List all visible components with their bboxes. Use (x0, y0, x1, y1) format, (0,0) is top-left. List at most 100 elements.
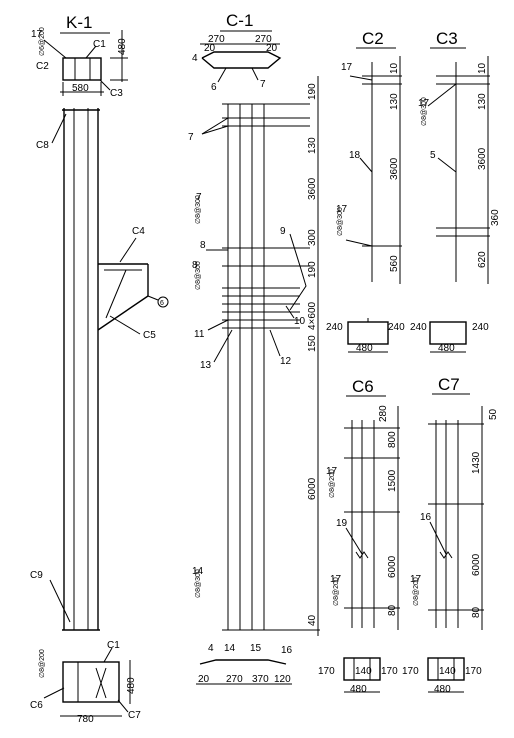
c1-tag-8-a: 8 (200, 240, 206, 251)
k1-top-stirrup-note: ∅6@200 (39, 27, 46, 56)
c1-tag-13: 13 (200, 360, 212, 371)
c1-dim-270-bottom: 270 (226, 674, 243, 685)
c2-tag-18: 18 (349, 150, 361, 161)
c7-sec-140: 140 (439, 666, 456, 677)
c2-section (347, 321, 389, 345)
k1-marker-6: 6 (160, 300, 164, 307)
c1-stirrup-note-b: ∅8@300 (195, 261, 202, 290)
c7-stirrup-note: ∅8@200 (413, 577, 420, 606)
k1-leader (103, 647, 113, 663)
c3-dim-130: 130 (477, 93, 488, 110)
c7-dim-50: 50 (488, 408, 499, 420)
k1-tag-c1: C1 (93, 39, 106, 50)
c1-leader (251, 67, 259, 81)
c7-tag-17: 17 (410, 574, 422, 585)
c6-tag-17-bottom: 17 (330, 574, 342, 585)
k1-corbel-slope (97, 295, 149, 331)
c1-leader (269, 329, 281, 357)
c1-dim-3600: 3600 (307, 177, 318, 200)
c1-stirrup-note-a: ∅8@300 (195, 195, 202, 224)
c3-sec-480: 480 (438, 343, 455, 354)
c7-section (427, 657, 465, 681)
c1-dim-20-b: 20 (266, 43, 278, 54)
c6-rebar-detail: C6 280 800 1500 6000 80 17 ∅8@200 19 17 … (318, 377, 400, 695)
c1-dim-190b: 190 (307, 261, 318, 278)
c1-leader (289, 233, 301, 267)
c1-stirrup-note-c: ∅8@300 (195, 569, 202, 598)
c2-leader (345, 239, 373, 247)
c1-leader (285, 305, 295, 319)
c6-tag-19: 19 (336, 518, 348, 529)
c6-leader (345, 527, 363, 555)
c1-tag-9: 9 (280, 226, 286, 237)
c6-splice-mark (355, 551, 369, 559)
c1-dim-40: 40 (307, 614, 318, 626)
c7-rebar-detail: C7 50 1430 6000 80 16 17 ∅8@200 170 140 … (402, 375, 499, 695)
c1-dim-20-bottom: 20 (198, 674, 210, 685)
c7-dim-6000: 6000 (471, 553, 482, 576)
c7-dim-80: 80 (471, 606, 482, 618)
k1-leader (117, 699, 129, 713)
c1-leader (201, 117, 229, 135)
c1-leader (201, 125, 229, 135)
c7-splice-mark (439, 551, 453, 559)
c1-dim-370-bottom: 370 (252, 674, 269, 685)
c1-dim-4x600: 4×600 (307, 301, 318, 330)
k1-tag-c5: C5 (143, 330, 156, 341)
c6-sec-170-a: 170 (318, 666, 335, 677)
c6-dim-80: 80 (387, 604, 398, 616)
c3-dim-10: 10 (477, 62, 488, 74)
c2-dim-560: 560 (389, 255, 400, 272)
c1-dim-120-bottom: 120 (274, 674, 291, 685)
c1-dim-190: 190 (307, 83, 318, 100)
c3-tag-5: 5 (430, 150, 436, 161)
k1-marker-circle (157, 296, 169, 308)
c1-leader (217, 67, 227, 83)
k1-tag-c6: C6 (30, 700, 43, 711)
c2-title: C2 (362, 29, 384, 48)
k1-tag-c4: C4 (132, 226, 145, 237)
k1-tag-c8: C8 (36, 140, 49, 151)
c3-section (429, 321, 467, 345)
c3-leader (437, 157, 457, 173)
k1-leader (49, 579, 71, 623)
c1-leader (207, 319, 229, 331)
c2-stirrup-note: ∅8@300 (337, 207, 344, 236)
c1-rebar-detail: C-1 270 270 20 20 4 6 7 190 (188, 11, 320, 685)
c3-stirrup-note: ∅8@300 (421, 97, 428, 126)
c1-tag-14: 14 (192, 566, 204, 577)
k1-bottom-section (62, 661, 120, 703)
c2-dim-130: 130 (389, 93, 400, 110)
c1-tag-4: 4 (192, 53, 198, 64)
c1-dim-270-b: 270 (255, 34, 272, 45)
c3-sec-240-b: 240 (472, 322, 489, 333)
c1-tag-16: 16 (281, 645, 293, 656)
k1-top-section (62, 57, 102, 81)
c7-dim-1430: 1430 (471, 451, 482, 474)
k1-column: K-1 17 C1 C2 C3 ∅6@200 480 580 C8 (30, 13, 169, 725)
k1-leader (51, 113, 67, 144)
k1-bottom-stirrup-note: ∅8@200 (39, 649, 46, 678)
c2-sec-240-a: 240 (326, 322, 343, 333)
c3-tag-17: 17 (418, 98, 430, 109)
k1-leader (99, 79, 111, 91)
k1-leader (147, 295, 159, 301)
c7-sec-170-a: 170 (402, 666, 419, 677)
k1-bottom-section-line (95, 667, 107, 699)
c1-tag-7-top: 7 (260, 79, 266, 90)
c2-tag-17-bottom: 17 (336, 204, 348, 215)
c7-sec-480: 480 (434, 684, 451, 695)
c1-tag-12: 12 (280, 356, 292, 367)
c6-section (343, 657, 381, 681)
k1-leader (109, 315, 141, 335)
c1-dim-300: 300 (307, 229, 318, 246)
k1-leader (43, 687, 65, 699)
c3-dim-3600: 3600 (477, 147, 488, 170)
k1-tag-c3: C3 (110, 88, 123, 99)
k1-tag-c2: C2 (36, 61, 49, 72)
c2-dim-3600: 3600 (389, 157, 400, 180)
k1-dim-780: 780 (77, 714, 94, 725)
k1-tag-17: 17 (31, 29, 43, 40)
k1-tag-c9: C9 (30, 570, 43, 581)
c1-tag-14-bottom: 14 (224, 643, 236, 654)
